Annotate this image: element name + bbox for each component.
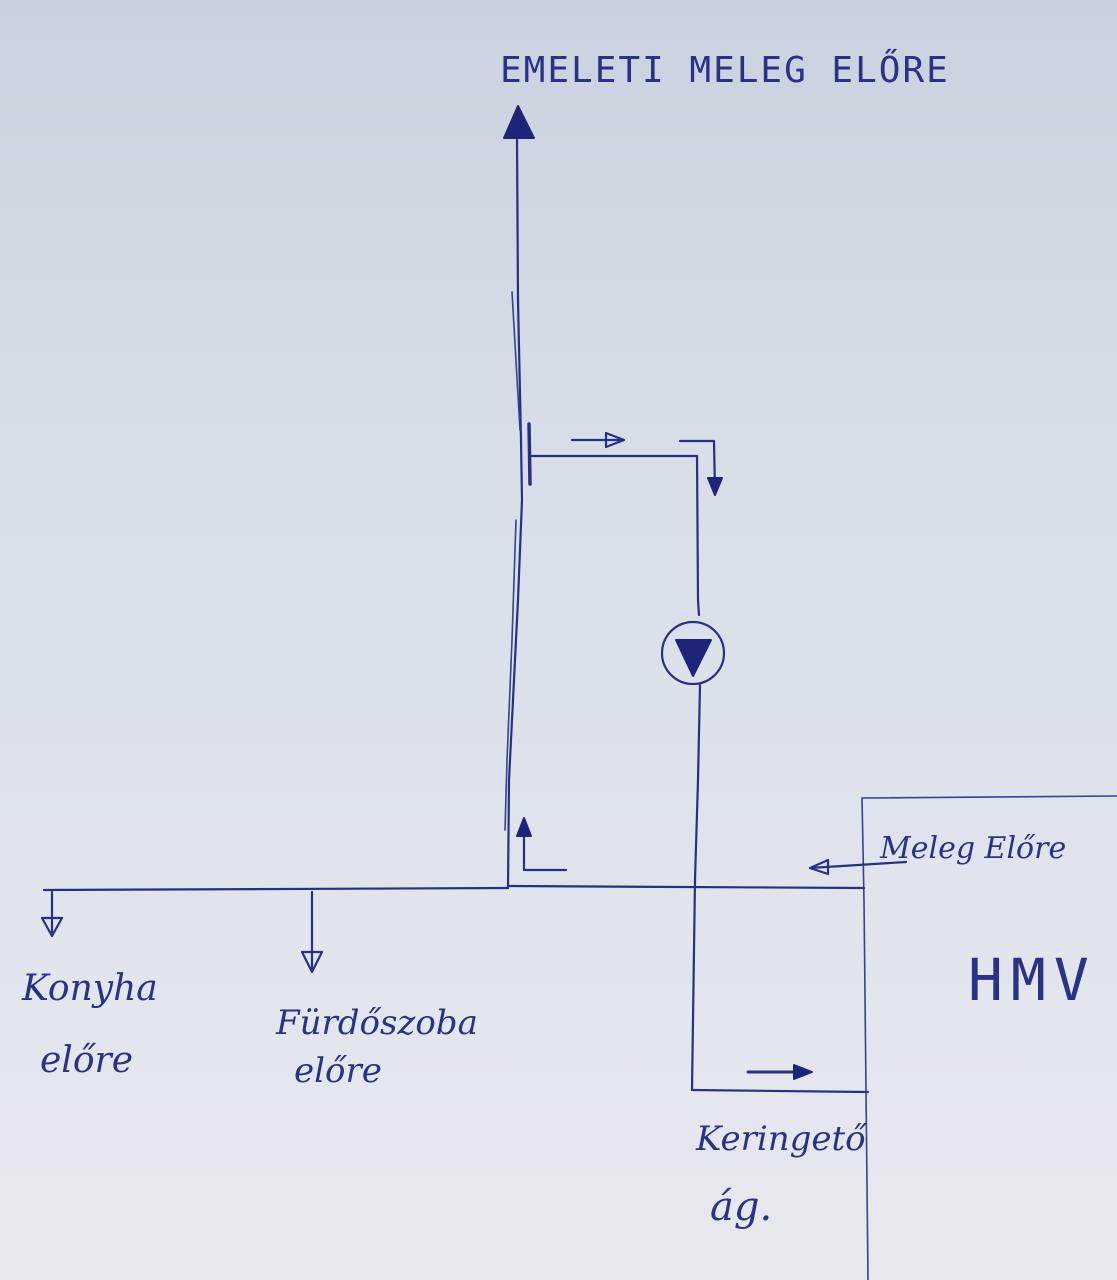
konyha-down-arrow-icon	[40, 916, 64, 938]
label-emeleti-meleg-elore: EMELETI MELEG ELŐRE	[500, 49, 950, 91]
branch-line-top	[529, 454, 701, 617]
label-furdo-line1: Fürdőszoba	[275, 1003, 478, 1043]
meleg-elore-arrow-line	[808, 860, 908, 870]
keringeto-line	[690, 1088, 870, 1094]
horizontal-main-line	[506, 884, 866, 890]
up-arrow-icon	[503, 105, 535, 139]
corner-down-arrow	[678, 439, 717, 492]
label-keringeto-line2: ág.	[710, 1184, 772, 1230]
label-hmv: HMV	[968, 946, 1097, 1014]
arrow-head-up-bottom-icon	[516, 817, 532, 837]
arrow-head-left-icon	[808, 858, 830, 876]
label-konyha-line1: Konyha	[21, 968, 158, 1009]
riser-shadow-line	[504, 291, 521, 831]
label-keringeto-line1: Keringető	[695, 1119, 867, 1159]
label-furdo-line2: előre	[294, 1051, 382, 1091]
arrow-head-right-bottom-icon	[793, 1064, 813, 1080]
hmv-box-outline	[861, 795, 1117, 1280]
label-konyha-line2: előre	[40, 1040, 133, 1081]
pump-circle	[660, 620, 726, 686]
up-arrow-bottom-line	[522, 820, 568, 872]
tee-mark	[527, 422, 532, 486]
pump-triangle-icon	[675, 639, 712, 677]
label-meleg-elore: Meleg Előre	[879, 831, 1066, 866]
arrow-head-right-top-icon	[604, 431, 626, 449]
arrow-head-down-corner-icon	[707, 477, 723, 496]
riser-main-line	[506, 138, 524, 890]
furdo-down-arrow-icon	[300, 950, 324, 974]
pump-down-line	[690, 683, 702, 1092]
consumer-header-line	[42, 886, 510, 892]
